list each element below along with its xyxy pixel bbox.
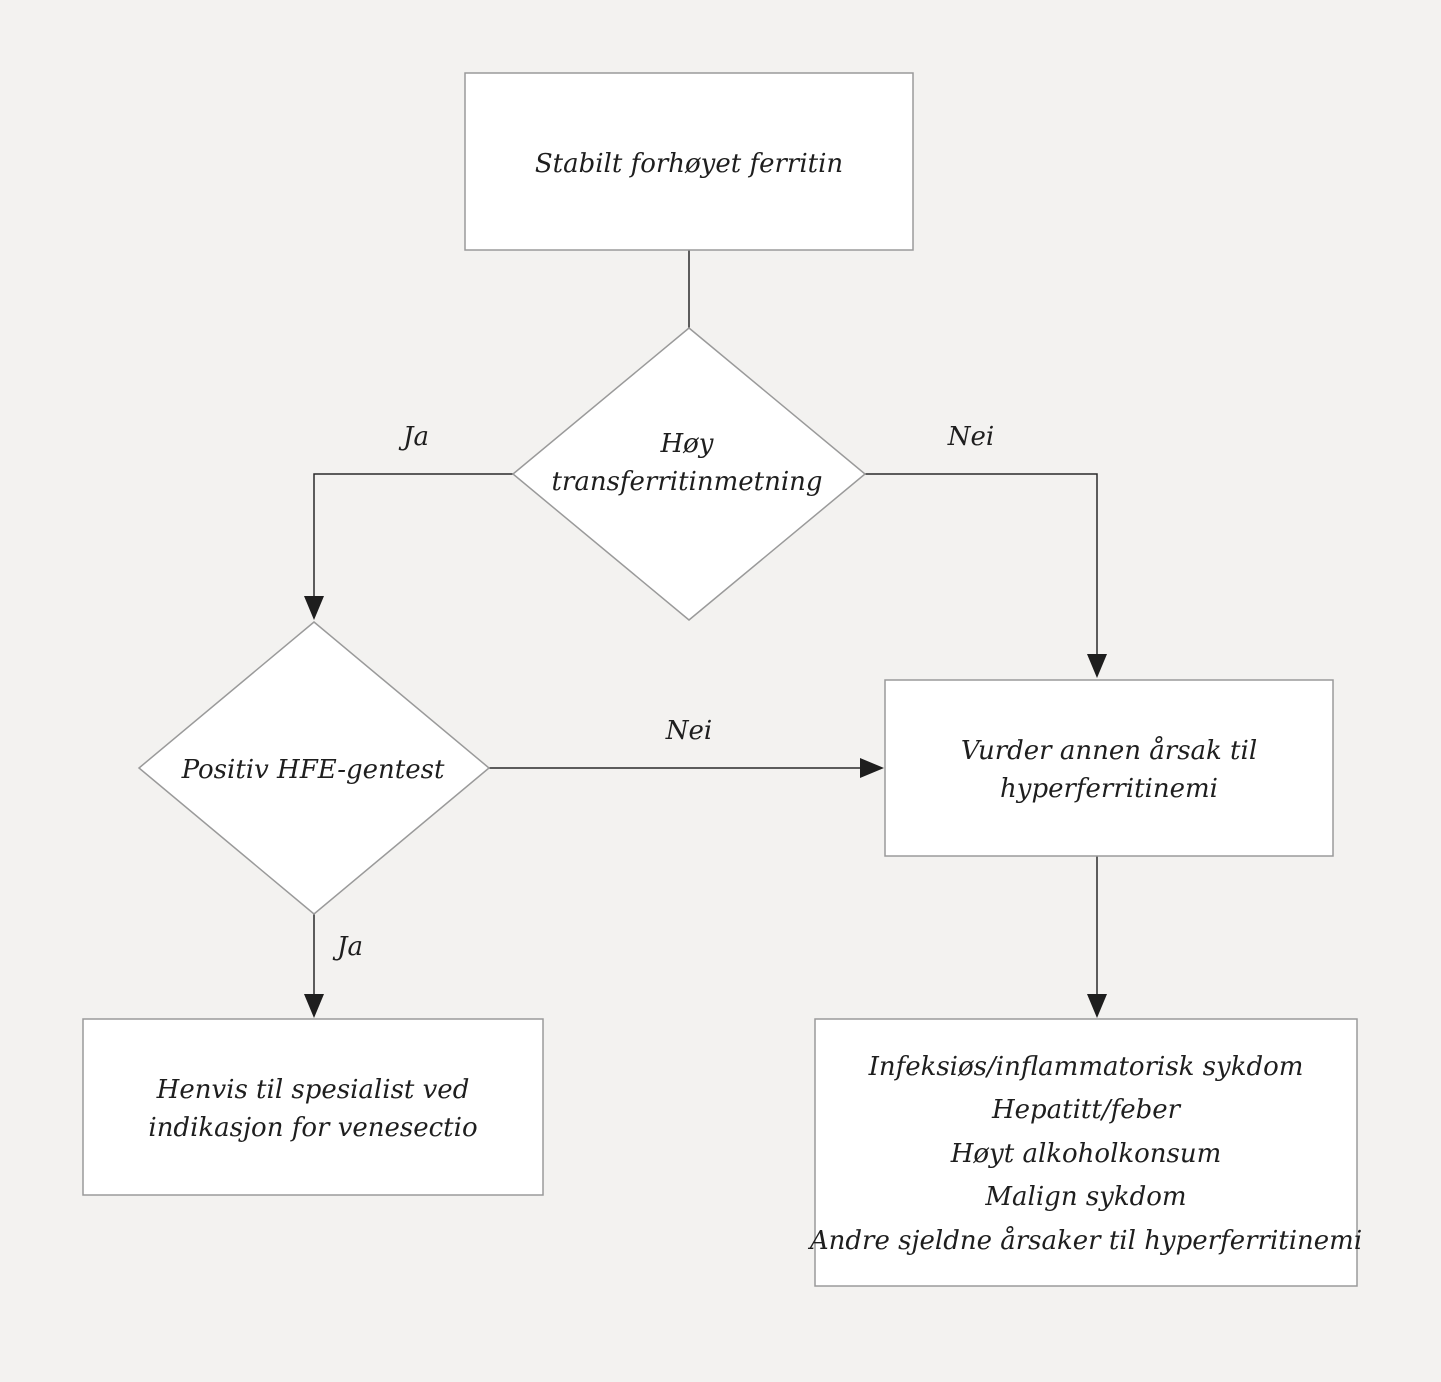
arrowhead-to-causes xyxy=(1087,994,1107,1018)
edge-transferrin-yes xyxy=(313,473,513,598)
edge-label-hfe-yes: Ja xyxy=(332,932,363,962)
transferrin-decision-diamond xyxy=(511,327,867,621)
cause-item: Malign sykdom xyxy=(984,1182,1186,1212)
hfe-label: Positiv HFE-gentest xyxy=(181,755,445,785)
edge-label-hfe-no: Nei xyxy=(665,716,712,746)
cause-item: Andre sjeldne årsaker til hyperferritine… xyxy=(808,1225,1362,1256)
start-box xyxy=(464,72,914,251)
other-cause-box xyxy=(884,679,1334,857)
arrowhead-to-other-cause xyxy=(1087,654,1107,678)
arrowhead-to-refer xyxy=(304,994,324,1018)
arrowhead-to-hfe xyxy=(304,596,324,620)
refer-label-line1: Henvis til spesialist ved xyxy=(156,1075,470,1105)
cause-item: Høyt alkoholkonsum xyxy=(950,1139,1222,1169)
start-label: Stabilt forhøyet ferritin xyxy=(535,149,843,179)
edge-label-transferrin-no: Nei xyxy=(947,422,994,452)
cause-item: Hepatitt/feber xyxy=(991,1095,1182,1125)
refer-box xyxy=(82,1018,544,1196)
transferrin-label-line2: transferritinmetning xyxy=(551,467,822,497)
edge-label-transferrin-yes: Ja xyxy=(398,422,429,452)
other-cause-label-line2: hyperferritinemi xyxy=(1000,774,1218,804)
refer-label-line2: indikasjon for venesectio xyxy=(148,1113,477,1143)
causes-box xyxy=(814,1018,1358,1287)
arrowhead-hfe-to-other-cause xyxy=(860,758,884,778)
hfe-decision-diamond xyxy=(137,621,491,915)
cause-item: Infeksiøs/inflammatorisk sykdom xyxy=(868,1052,1304,1082)
edge-transferrin-no xyxy=(865,473,1098,656)
other-cause-label-line1: Vurder annen årsak til xyxy=(961,735,1257,766)
transferrin-label-line1: Høy xyxy=(659,429,713,459)
